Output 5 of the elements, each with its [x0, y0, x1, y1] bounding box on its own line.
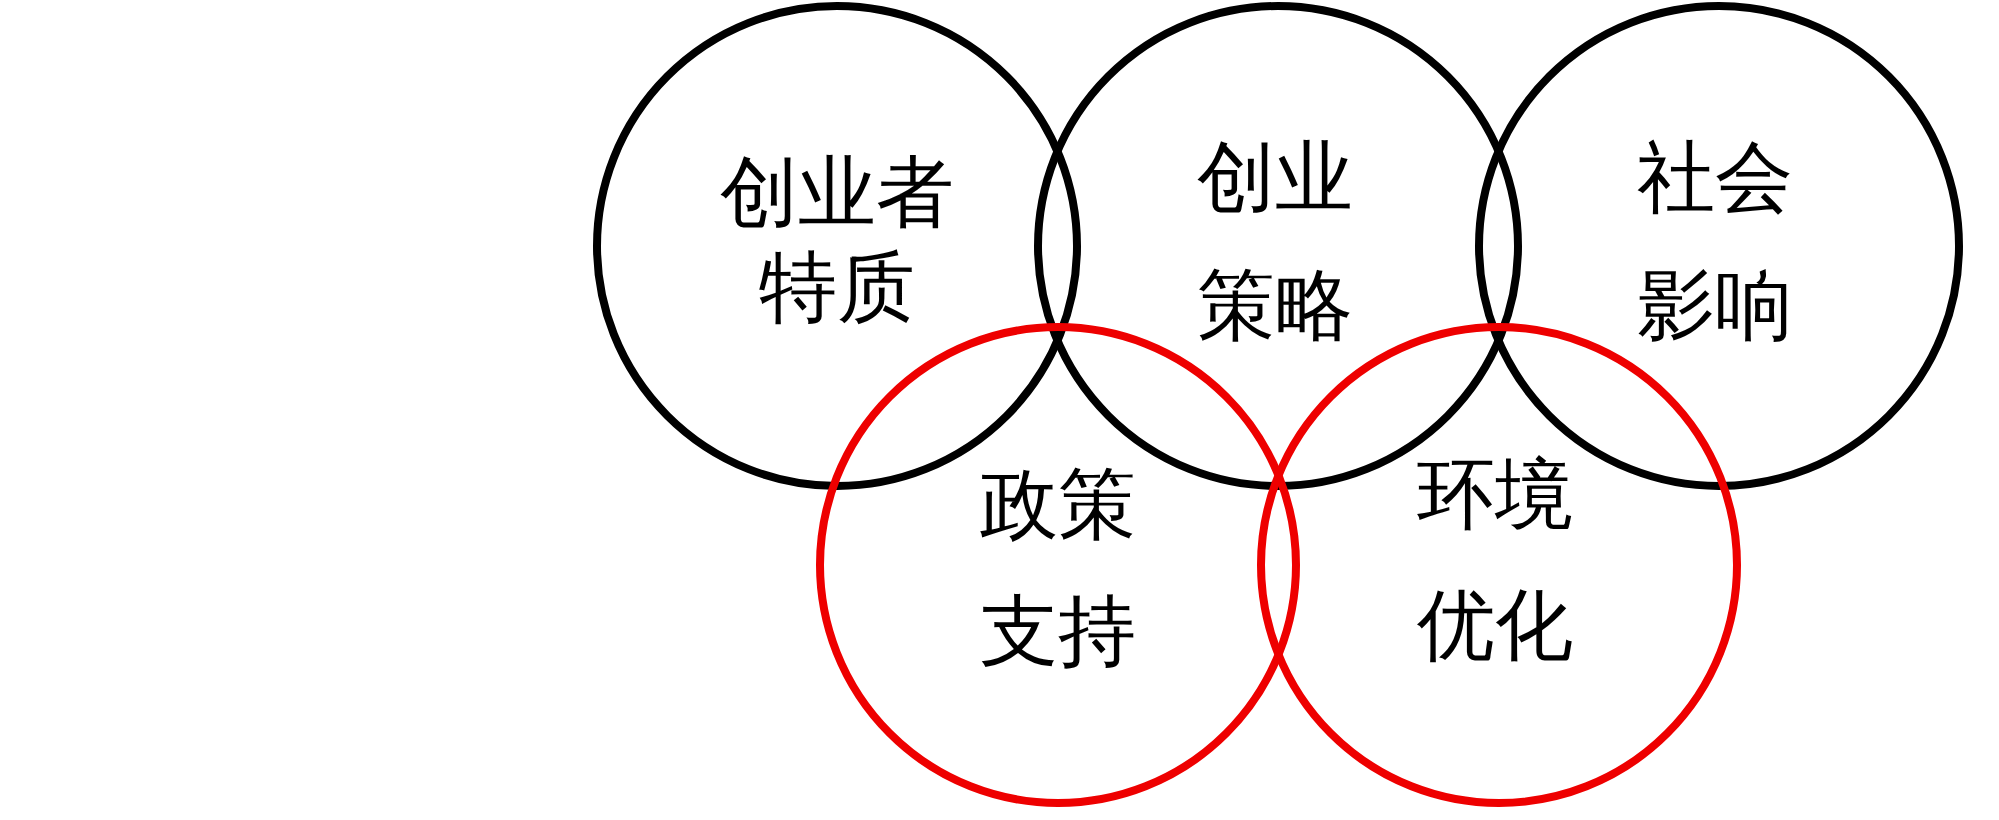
circle-label: 社会影响 — [1636, 133, 1794, 351]
circle-label: 创业者特质 — [719, 148, 955, 333]
circle-label: 政策支持 — [979, 460, 1137, 677]
circle-label: 环境优化 — [1416, 450, 1574, 671]
circle-label: 创业策略 — [1196, 133, 1354, 351]
